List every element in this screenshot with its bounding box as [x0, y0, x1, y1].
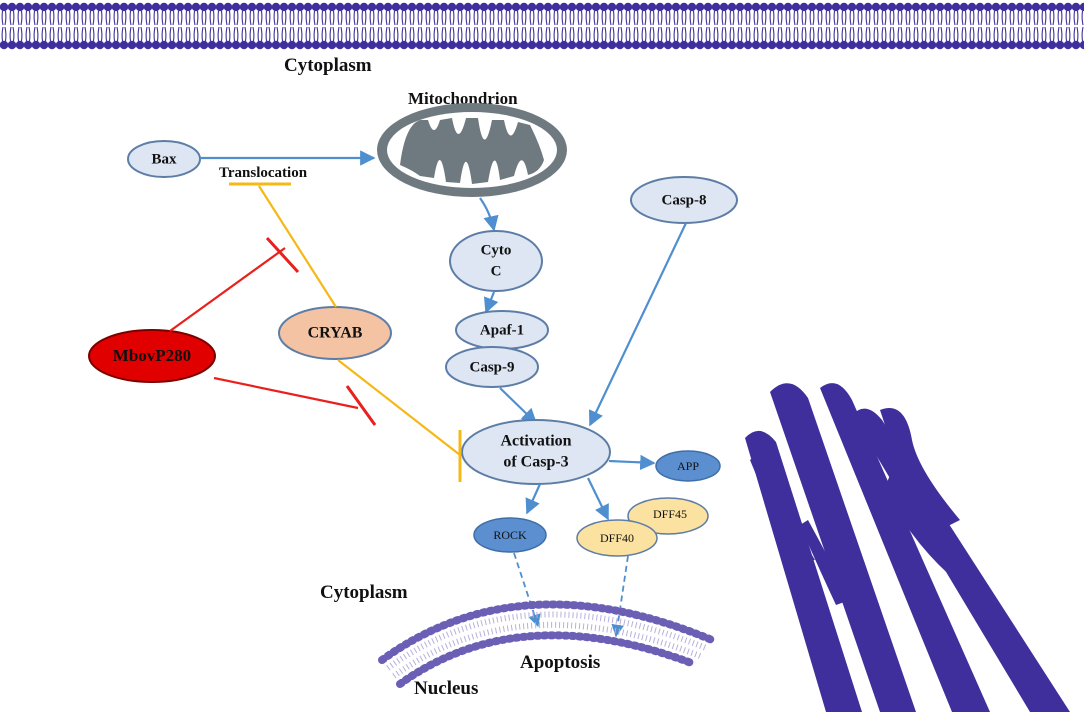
apaf1-node: Apaf-1 — [455, 310, 549, 350]
cryab-node: CRYAB — [278, 306, 392, 360]
casp3-to-rock-arrow — [525, 483, 542, 515]
mbovp280-inhibit-bar-bottom — [345, 385, 377, 426]
nucleus-label: Nucleus — [414, 678, 478, 699]
mitochondrion-icon — [377, 103, 567, 197]
mbovp280-label: MbovP280 — [113, 346, 191, 365]
dff45-label: DFF45 — [653, 507, 687, 521]
bax-node: Bax — [127, 140, 201, 178]
cyto-c-label-line1: Cyto — [481, 242, 512, 258]
apoptosis-label: Apoptosis — [520, 652, 600, 673]
dff40-label: DFF40 — [600, 531, 634, 545]
app-node: APP — [655, 450, 721, 482]
casp8-label: Casp-8 — [661, 192, 706, 208]
bax-label: Bax — [151, 151, 177, 167]
rock-to-apoptosis-arrow — [513, 552, 541, 628]
cryab-inhibits-casp3 — [337, 359, 461, 456]
cytoskeleton-icon — [745, 383, 1070, 712]
cryab-label: CRYAB — [308, 325, 363, 342]
apaf1-label: Apaf-1 — [480, 322, 524, 338]
mitochondrion-label: Mitochondrion — [408, 89, 518, 108]
mbovp280-inhibit-bar-top — [265, 236, 300, 274]
dff45-node: DFF45 — [627, 497, 709, 535]
cyto-c-label-line2: C — [491, 263, 502, 279]
casp9-label: Casp-9 — [469, 359, 514, 375]
app-label: APP — [677, 459, 699, 473]
mbovp280-node: MbovP280 — [88, 329, 216, 383]
rock-node: ROCK — [473, 517, 547, 553]
cyto-c-node: Cyto C — [449, 230, 543, 292]
casp9-to-casp3-arrow — [499, 387, 538, 425]
casp3-label-line1: Activation — [500, 433, 571, 450]
cytoplasm-top-label: Cytoplasm — [284, 55, 372, 76]
casp3-label-line2: of Casp-3 — [503, 454, 568, 471]
cytoc-to-apaf1-arrow — [483, 291, 499, 314]
plasma-membrane — [0, 0, 1084, 52]
nuclear-membrane — [378, 600, 716, 688]
cryab-inhibits-translocation — [258, 185, 337, 308]
dff40-node: DFF40 — [576, 519, 658, 557]
casp9-node: Casp-9 — [445, 346, 539, 388]
casp8-node: Casp-8 — [630, 176, 738, 224]
mitochondrion-to-cytoc-arrow — [479, 197, 499, 232]
casp3-to-app-arrow — [608, 454, 656, 471]
mbovp280-inhibits-casp3-line — [213, 376, 359, 410]
casp8-to-casp3-arrow — [588, 222, 687, 427]
mbovp280-inhibits-cryab-line — [169, 247, 286, 332]
casp3-to-dff40-arrow — [587, 477, 609, 521]
dff40-to-apoptosis-arrow — [611, 555, 629, 638]
translocation-label: Translocation — [219, 165, 308, 181]
casp3-node: Activation of Casp-3 — [461, 419, 611, 485]
cytoplasm-bottom-label: Cytoplasm — [320, 582, 408, 603]
rock-label: ROCK — [493, 528, 527, 542]
